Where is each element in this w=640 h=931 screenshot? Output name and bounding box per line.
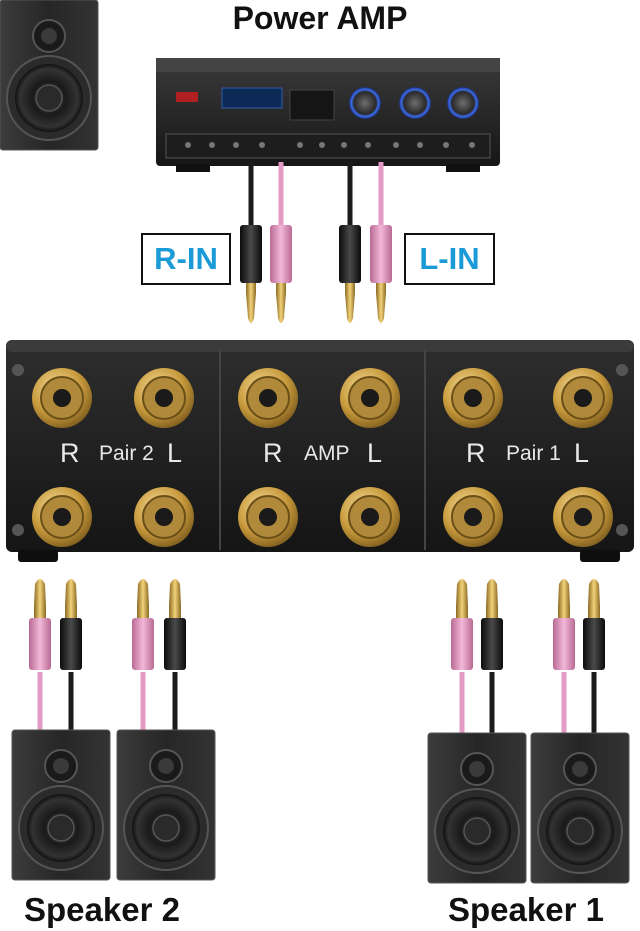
pair2-label: Pair 2: [99, 442, 154, 465]
power-amplifier: [156, 58, 500, 172]
amp-section-label: AMP: [304, 442, 350, 465]
pair1-r-label: R: [466, 438, 486, 468]
l-in-label: L-IN: [404, 233, 495, 285]
pair1-l-label: L: [574, 438, 590, 468]
input-plugs: [240, 225, 392, 323]
speaker-2-label: Speaker 2: [24, 891, 180, 928]
pair2-l-label: L: [167, 438, 183, 468]
speaker-1-label: Speaker 1: [448, 891, 604, 928]
pair1-label: Pair 1: [506, 442, 561, 465]
page-title: Power AMP: [232, 0, 408, 36]
input-cables: [248, 162, 384, 228]
r-in-label: R-IN: [141, 233, 231, 285]
amp-l-label: L: [367, 438, 383, 468]
pair2-r-label: R: [60, 438, 80, 468]
speakers: [0, 0, 630, 884]
amp-r-label: R: [263, 438, 283, 468]
output-cables: [37, 672, 597, 733]
